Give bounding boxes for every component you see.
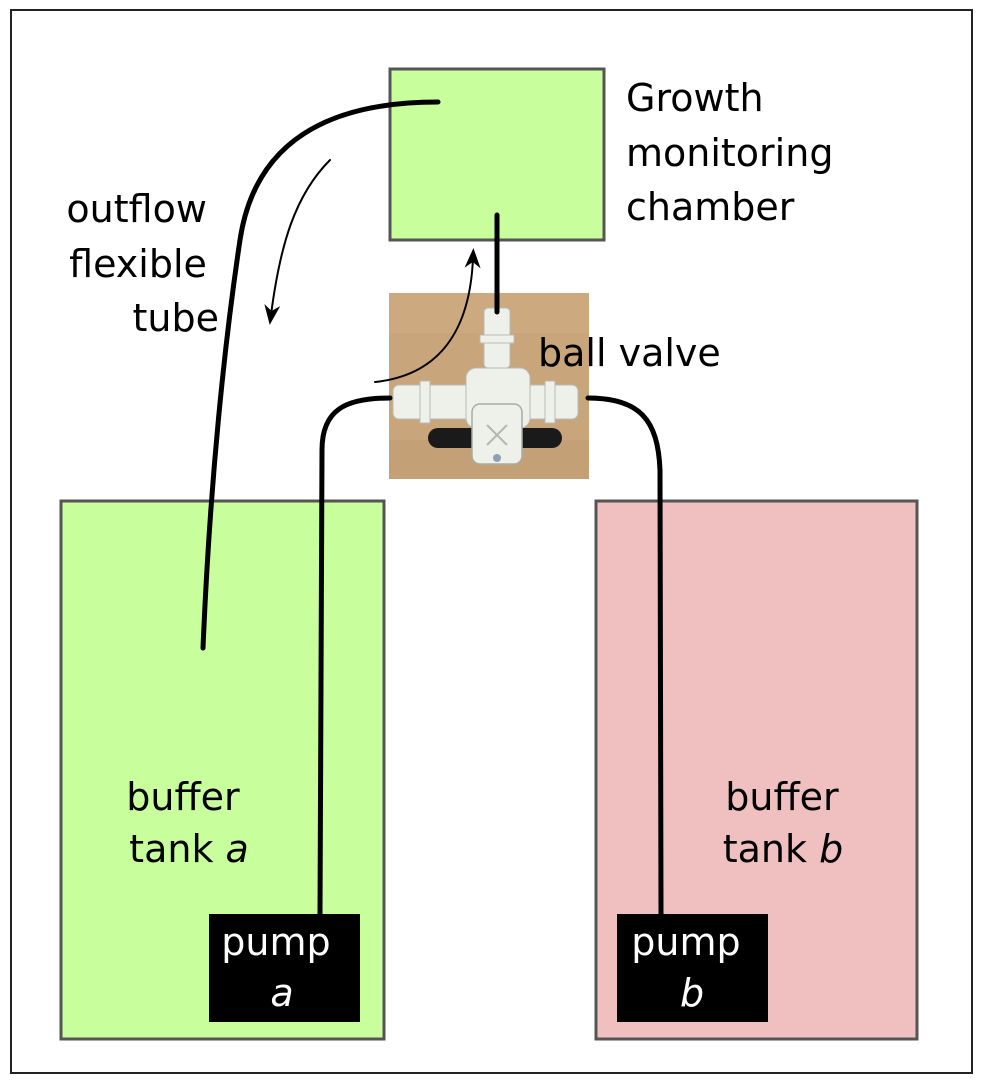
pump-a-label-line1: pump [221, 920, 330, 964]
buffer-tank-a-label: buffer tank a [126, 775, 251, 871]
chamber-label: Growth monitoring chamber [626, 76, 846, 229]
tank-b-label-prefix: tank [723, 827, 819, 871]
outflow-label-line2: flexible [69, 242, 207, 286]
buffer-tank-b-label: buffer tank b [723, 775, 851, 871]
pump-b-label-line2: b [680, 971, 704, 1015]
pump-b-label: pump b [631, 920, 752, 1015]
outflow-tube-label: outflow flexible tube [66, 187, 219, 340]
outflow-label-line3: tube [133, 296, 219, 340]
pump-a-label-line2: a [270, 971, 293, 1015]
tank-b-label-line2: tank b [723, 827, 843, 871]
pump-b-label-line1: pump [631, 920, 740, 964]
outflow-direction-arrow [264, 159, 331, 325]
ball-valve-label: ball valve [538, 331, 721, 375]
chamber-label-line1: Growth [626, 76, 764, 120]
pump-a [209, 914, 360, 1022]
valve-to-chamber-arrow [374, 248, 481, 383]
chamber-label-line3: chamber [626, 185, 795, 229]
tank-b-label-line1: buffer [725, 775, 839, 819]
outflow-flexible-tube [200, 99, 441, 651]
tube-pump-a-to-valve [317, 395, 393, 917]
tank-a-label-letter: a [226, 827, 249, 871]
tank-b-label-letter: b [819, 827, 843, 871]
tank-a-label-line1: buffer [126, 775, 240, 819]
pump-a-label: pump a [221, 920, 342, 1015]
pump-b [617, 914, 768, 1022]
ball-valve-photo [389, 293, 589, 479]
tube-pump-b-to-valve [585, 395, 664, 917]
tank-a-label-prefix: tank [129, 827, 225, 871]
chamber-label-line2: monitoring [626, 131, 833, 175]
tank-a-label-line2: tank a [129, 827, 249, 871]
outflow-label-line1: outflow [66, 187, 207, 231]
growth-monitoring-chamber [388, 67, 606, 242]
